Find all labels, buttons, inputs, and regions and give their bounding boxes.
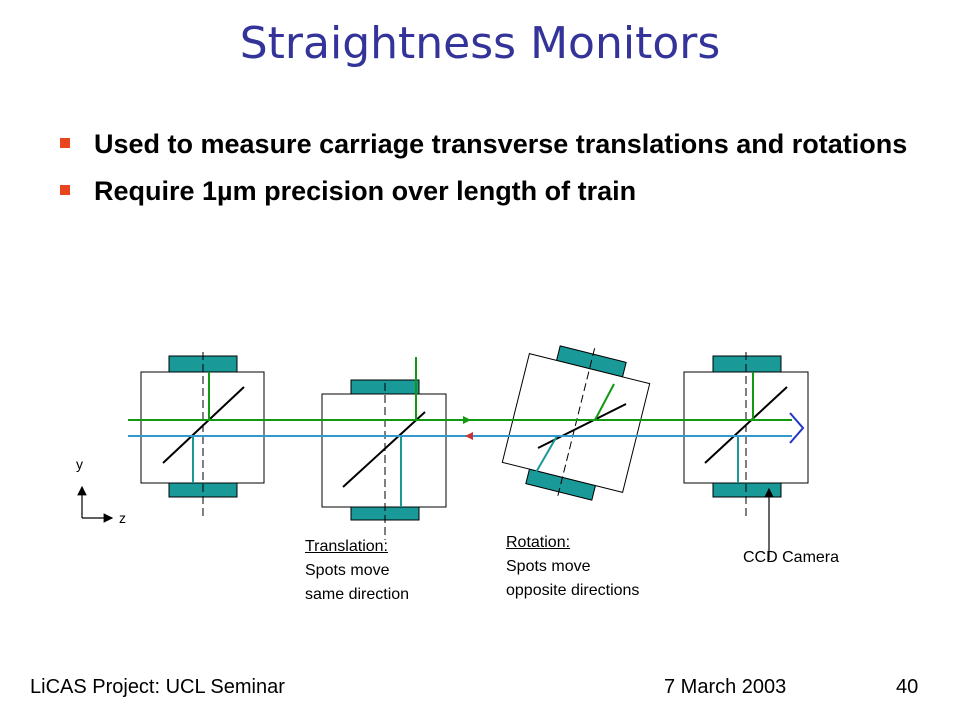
green-reflection (594, 383, 615, 421)
beam-splitter-mirror (704, 386, 788, 464)
footer-date: 7 March 2003 (664, 676, 787, 698)
translation-caption: Translation: Spots move same direction (305, 535, 409, 607)
beam-splitter-mirror (342, 411, 426, 488)
rotation-caption: Rotation: Spots move opposite directions (506, 531, 639, 603)
bullet-item: Require 1µm precision over length of tra… (58, 175, 918, 208)
translation-line: same direction (305, 586, 410, 603)
bullet-list: Used to measure carriage transverse tran… (58, 128, 918, 222)
z-axis-label: z (119, 510, 126, 526)
rotation-heading: Rotation: (506, 534, 571, 551)
ccd-camera-label: CCD Camera (743, 549, 840, 566)
retroreflector-icon (789, 412, 805, 444)
beam-splitter-mirror (162, 386, 245, 464)
rotation-line: Spots move (506, 558, 591, 575)
return-direction-arrow-icon (465, 432, 473, 440)
footer-project: LiCAS Project: UCL Seminar (30, 676, 285, 698)
monitor-unit-3 (501, 345, 651, 501)
bullet-item: Used to measure carriage transverse tran… (58, 128, 918, 161)
y-axis-label: y (76, 456, 83, 472)
center-axis (556, 348, 596, 498)
monitor-unit-1 (140, 352, 265, 516)
square-bullet-icon (60, 185, 70, 195)
translation-heading: Translation: (305, 538, 388, 555)
slide-title: Straightness Monitors (239, 18, 721, 69)
bullet-text: Require 1µm precision over length of tra… (94, 176, 637, 206)
page-number: 40 (896, 676, 919, 698)
ccd-camera-top (712, 355, 782, 373)
bullet-text: Used to measure carriage transverse tran… (94, 129, 908, 159)
green-direction-arrow-icon (463, 416, 471, 424)
ccd-camera-bottom (712, 482, 782, 498)
beam-splitter-mirror (537, 403, 627, 449)
monitor-unit-4 (683, 352, 809, 516)
blue-reflection (534, 435, 558, 475)
rotation-line: opposite directions (506, 582, 640, 599)
monitor-unit-2 (321, 357, 447, 540)
translation-line: Spots move (305, 562, 390, 579)
square-bullet-icon (60, 138, 70, 148)
